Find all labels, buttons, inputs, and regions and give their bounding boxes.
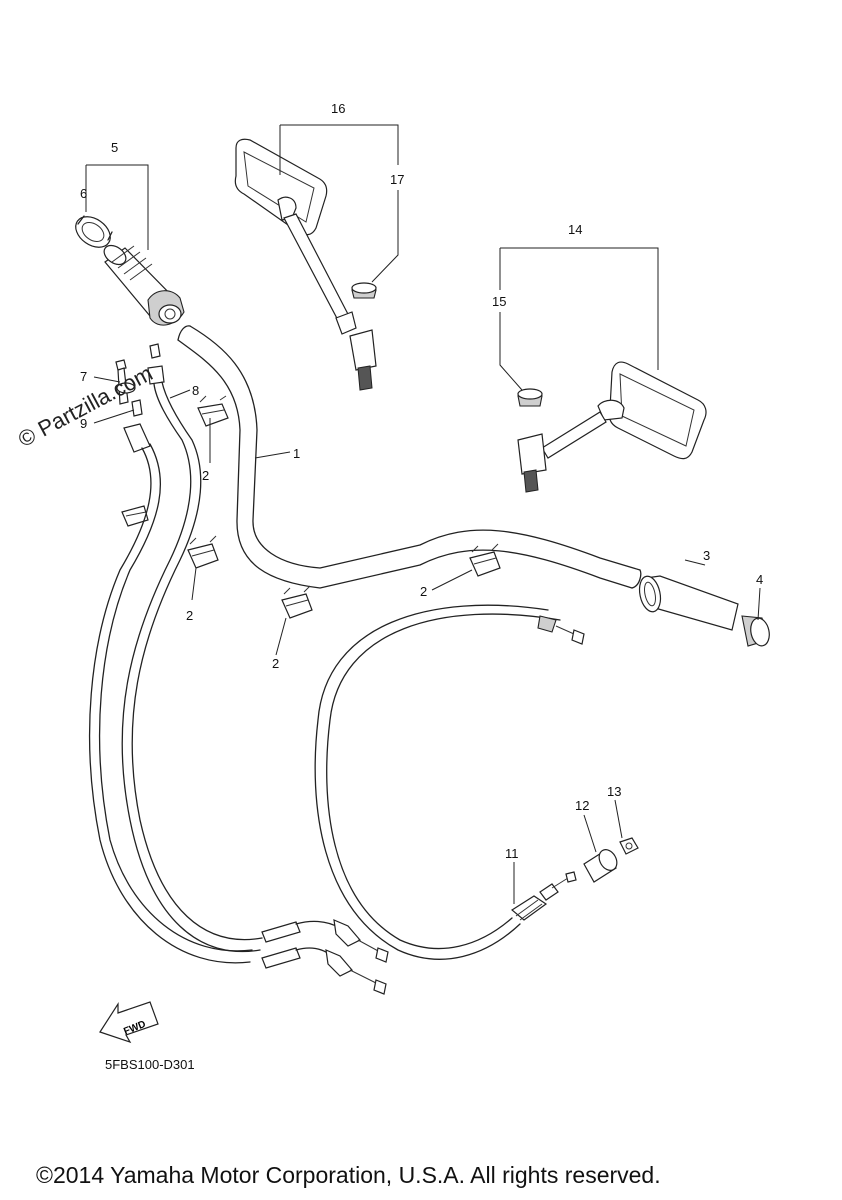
callout-15: 15 bbox=[492, 294, 506, 309]
grip-end-ring bbox=[75, 215, 113, 248]
clutch-cable-8 bbox=[121, 343, 263, 953]
callout-5: 5 bbox=[111, 140, 118, 155]
handlebar-end-weight bbox=[741, 615, 770, 647]
clamp-left-middle bbox=[187, 535, 219, 569]
callout-16: 16 bbox=[331, 101, 345, 116]
callout-7: 7 bbox=[80, 369, 87, 384]
callout-2-right: 2 bbox=[420, 584, 427, 599]
forward-direction-arrow: FWD bbox=[99, 1001, 159, 1044]
clamp-center bbox=[281, 585, 313, 619]
callout-6: 6 bbox=[80, 186, 87, 201]
cable-adjuster-12 bbox=[583, 849, 618, 883]
diagram-code: 5FBS100-D301 bbox=[105, 1057, 195, 1072]
clamp-upper-left bbox=[197, 395, 229, 427]
callout-9: 9 bbox=[80, 416, 87, 431]
clamp-right bbox=[469, 543, 501, 577]
callout-8: 8 bbox=[192, 383, 199, 398]
left-mirror-cap bbox=[351, 282, 377, 299]
bolt-7 bbox=[115, 359, 136, 405]
callout-2-upper: 2 bbox=[202, 468, 209, 483]
callout-2-left: 2 bbox=[186, 608, 193, 623]
callout-4: 4 bbox=[756, 572, 763, 587]
throttle-cable-lower bbox=[88, 423, 253, 964]
callout-labels: 1 2 2 2 2 3 4 5 6 7 8 9 11 12 13 14 15 1… bbox=[80, 101, 763, 861]
copyright-notice: ©2014 Yamaha Motor Corporation, U.S.A. A… bbox=[36, 1162, 661, 1188]
right-mirror-assembly bbox=[517, 361, 707, 493]
callout-11: 11 bbox=[505, 846, 519, 861]
right-grip-assembly bbox=[638, 575, 770, 647]
left-mirror bbox=[234, 138, 377, 391]
callout-17: 17 bbox=[390, 172, 404, 187]
right-grip bbox=[638, 575, 739, 631]
lock-nut-13 bbox=[619, 837, 639, 855]
callout-13: 13 bbox=[607, 784, 621, 799]
cable-ends bbox=[261, 919, 389, 995]
screw-9 bbox=[131, 399, 143, 417]
left-grip-assembly bbox=[75, 215, 185, 326]
right-mirror-cap bbox=[517, 388, 543, 407]
callout-1: 1 bbox=[293, 446, 300, 461]
leader-lines bbox=[85, 124, 761, 904]
left-mirror-assembly bbox=[234, 138, 377, 391]
callout-14: 14 bbox=[568, 222, 582, 237]
right-mirror bbox=[517, 361, 707, 493]
callout-3: 3 bbox=[703, 548, 710, 563]
clamp-lower-left bbox=[121, 505, 149, 527]
callout-2-center: 2 bbox=[272, 656, 279, 671]
callout-12: 12 bbox=[575, 798, 589, 813]
handlebar bbox=[177, 325, 642, 589]
left-grip bbox=[103, 244, 185, 326]
throttle-cable-11 bbox=[314, 604, 585, 960]
